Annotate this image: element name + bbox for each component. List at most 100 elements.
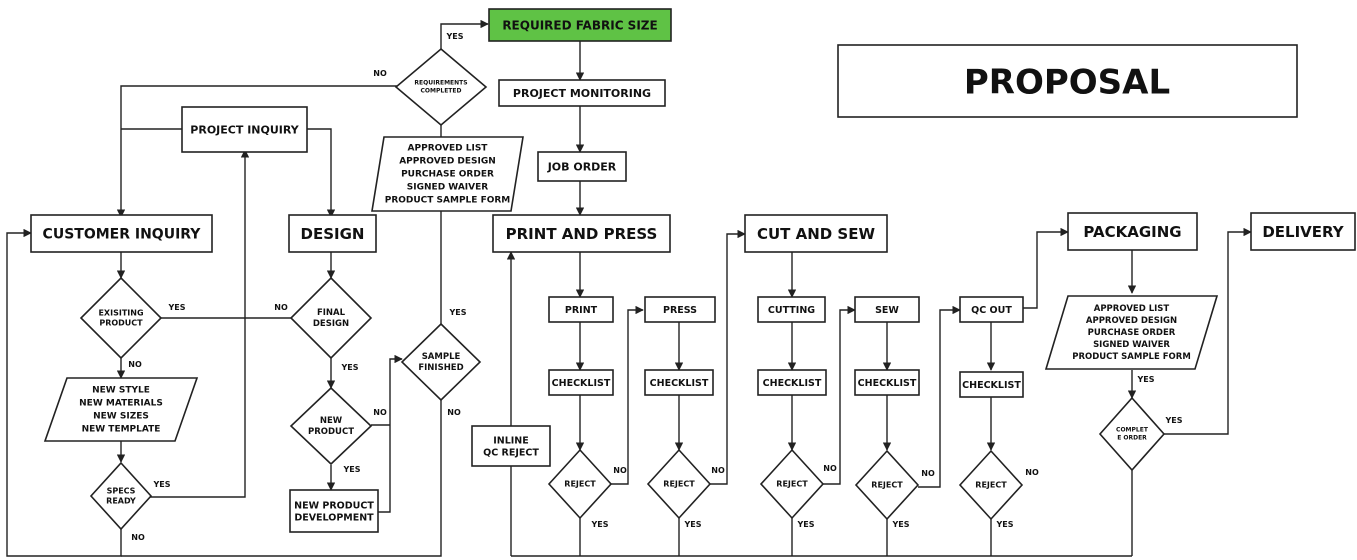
requirements-completed-decision-text: REQUIREMENTS <box>414 80 467 87</box>
approval-list-packaging-block-text: SIGNED WAIVER <box>1093 340 1170 350</box>
flow-connector <box>150 149 250 498</box>
reject-print-decision[interactable]: REJECT <box>547 448 613 520</box>
edge-label-yes: YES <box>683 520 701 529</box>
packaging-box[interactable]: PACKAGING <box>1067 212 1198 251</box>
required-fabric-size-box[interactable]: REQUIRED FABRIC SIZE <box>488 8 672 42</box>
reject-press-decision[interactable]: REJECT <box>646 448 712 520</box>
new-product-decision-text: NEW <box>320 416 343 426</box>
inline-qc-reject-box-text: INLINE <box>493 436 529 447</box>
reject-cutting-decision-text: REJECT <box>776 480 808 489</box>
edge-label-no: NO <box>373 69 387 78</box>
flow-connector <box>121 400 442 557</box>
edge-label-yes: YES <box>448 308 466 317</box>
sew-box-text: SEW <box>875 305 899 316</box>
checklist-cutting-box[interactable]: CHECKLIST <box>757 369 827 396</box>
checklist-sew-box[interactable]: CHECKLIST <box>854 369 920 396</box>
flow-connector <box>710 229 746 485</box>
approval-list-top-block-text: PURCHASE ORDER <box>401 170 494 180</box>
edge-label-yes: YES <box>152 480 170 489</box>
packaging-box-text: PACKAGING <box>1083 223 1181 241</box>
reject-sew-decision[interactable]: REJECT <box>854 449 920 521</box>
complete-order-decision-text: E ORDER <box>1117 434 1147 441</box>
edge-label-yes: YES <box>995 520 1013 529</box>
checklist-qc-box[interactable]: CHECKLIST <box>959 371 1024 398</box>
final-design-decision-text: FINAL <box>317 308 346 318</box>
flow-connector <box>6 228 122 557</box>
proposal-title: PROPOSAL <box>837 44 1298 118</box>
sew-box[interactable]: SEW <box>854 296 920 323</box>
qc-out-box[interactable]: QC OUT <box>959 296 1024 323</box>
project-monitoring-box[interactable]: PROJECT MONITORING <box>498 79 666 107</box>
qc-out-box-text: QC OUT <box>971 305 1012 316</box>
new-product-decision-text: PRODUCT <box>308 427 354 437</box>
edge-label-yes: YES <box>342 465 360 474</box>
approval-list-packaging-block-text: PRODUCT SAMPLE FORM <box>1072 352 1191 362</box>
required-fabric-size-box-text: REQUIRED FABRIC SIZE <box>502 19 657 33</box>
edge-label-no: NO <box>921 469 935 478</box>
specs-ready-decision-text: READY <box>106 497 136 506</box>
flow-connector <box>378 354 403 513</box>
new-style-list-block-text: NEW MATERIALS <box>79 399 163 409</box>
job-order-box-text: JOB ORDER <box>547 161 617 174</box>
edge-label-yes: YES <box>796 520 814 529</box>
sample-finished-decision-text: SAMPLE <box>422 352 461 362</box>
press-box-text: PRESS <box>663 305 697 316</box>
edge-label-yes: YES <box>590 520 608 529</box>
project-inquiry-box[interactable]: PROJECT INQUIRY <box>181 106 308 153</box>
customer-inquiry-box-text: CUSTOMER INQUIRY <box>43 227 202 243</box>
edge-label-no: NO <box>447 408 461 417</box>
edge-label-yes: YES <box>1136 375 1154 384</box>
cutting-box[interactable]: CUTTING <box>757 296 826 323</box>
delivery-box[interactable]: DELIVERY <box>1250 212 1356 251</box>
edge-label-yes: YES <box>445 32 463 41</box>
customer-inquiry-box[interactable]: CUSTOMER INQUIRY <box>30 214 213 253</box>
reject-print-decision-text: REJECT <box>564 480 596 489</box>
edge-label-no: NO <box>131 533 145 542</box>
approval-list-top-block-text: PRODUCT SAMPLE FORM <box>385 196 511 206</box>
design-box-text: DESIGN <box>301 225 365 243</box>
print-box[interactable]: PRINT <box>548 296 614 323</box>
edge-label-no: NO <box>613 466 627 475</box>
edge-label-yes: YES <box>167 303 185 312</box>
checklist-sew-box-text: CHECKLIST <box>858 378 917 389</box>
press-box[interactable]: PRESS <box>644 296 716 323</box>
reject-qc-decision[interactable]: REJECT <box>958 449 1024 521</box>
flow-connector <box>823 305 856 485</box>
checklist-print-box[interactable]: CHECKLIST <box>548 369 614 396</box>
complete-order-decision[interactable]: COMPLETE ORDER <box>1098 396 1166 472</box>
print-and-press-box[interactable]: PRINT AND PRESS <box>492 214 671 253</box>
specs-ready-decision-text: SPECS <box>107 486 136 495</box>
complete-order-decision-text: COMPLET <box>1116 427 1149 434</box>
edge-label-no: NO <box>274 303 288 312</box>
specs-ready-decision[interactable]: SPECS READY <box>89 461 153 531</box>
checklist-press-box[interactable]: CHECKLIST <box>644 369 714 396</box>
edge-label-no: NO <box>823 464 837 473</box>
flow-connector <box>918 305 961 488</box>
design-box[interactable]: DESIGN <box>288 214 377 253</box>
edge-label-no: NO <box>1025 468 1039 477</box>
inline-qc-reject-box-text: QC REJECT <box>483 447 539 458</box>
checklist-qc-box-text: CHECKLIST <box>962 380 1021 391</box>
final-design-decision-text: DESIGN <box>313 319 349 329</box>
new-style-list-block-text: NEW TEMPLATE <box>82 425 161 435</box>
approval-list-top-block-text: APPROVED LIST <box>408 144 489 154</box>
sample-finished-decision-text: FINISHED <box>418 363 463 373</box>
checklist-cutting-box-text: CHECKLIST <box>763 378 822 389</box>
cut-and-sew-box[interactable]: CUT AND SEW <box>744 214 888 253</box>
flow-connector <box>440 19 489 50</box>
edge-label-no: NO <box>711 466 725 475</box>
reject-cutting-decision[interactable]: REJECT <box>759 448 825 520</box>
job-order-box[interactable]: JOB ORDER <box>537 151 627 182</box>
proposal-title-text: PROPOSAL <box>964 63 1170 103</box>
checklist-print-box-text: CHECKLIST <box>552 378 611 389</box>
